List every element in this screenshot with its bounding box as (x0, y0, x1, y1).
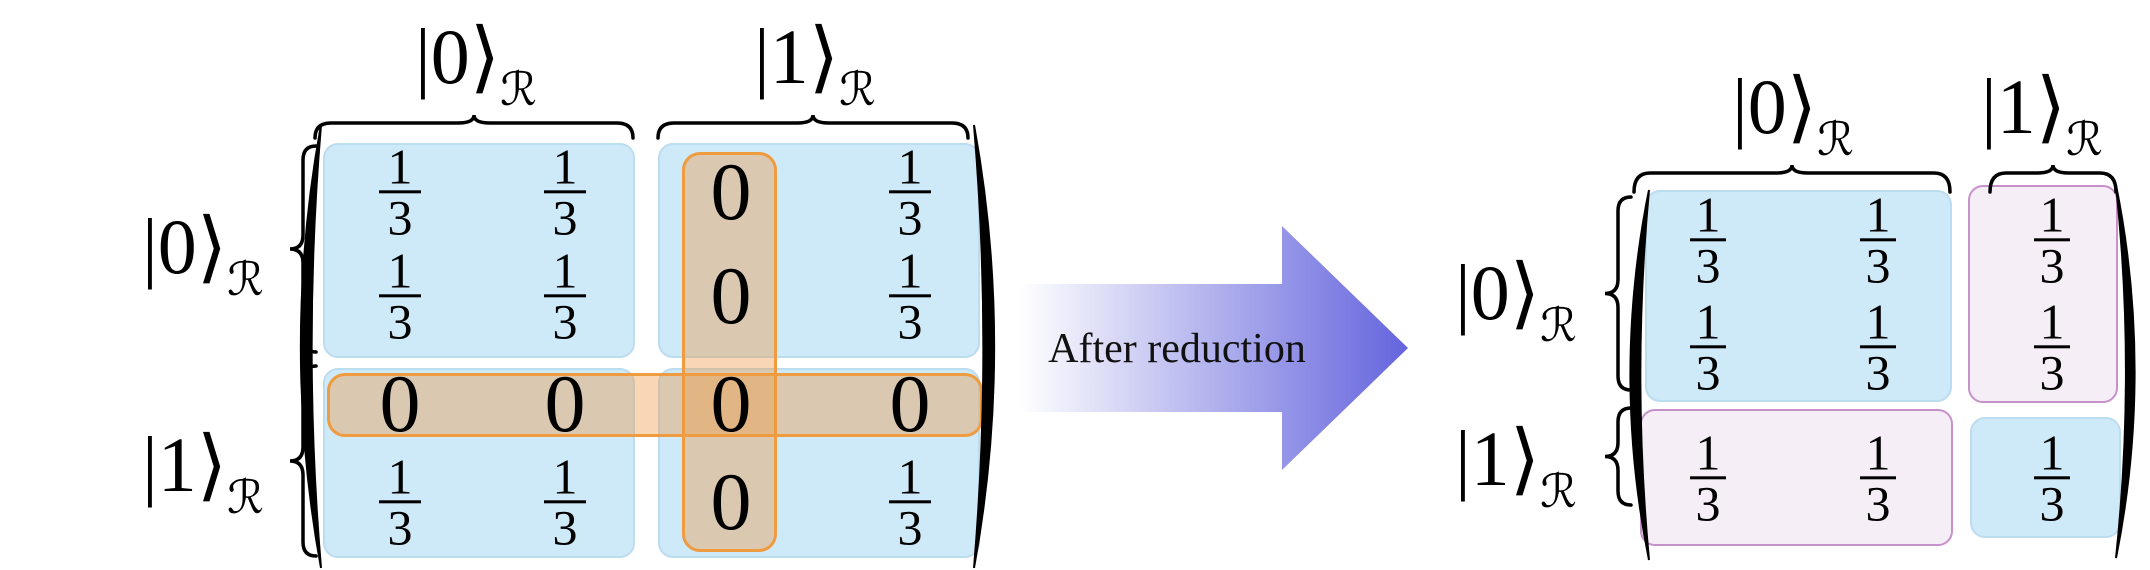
left-matrix-cell-r2c1: 0 (544, 358, 586, 449)
script-r-subscript: ℛ (839, 62, 876, 116)
right-col0-overbrace (1632, 164, 1952, 194)
left-col-label-0: |0⟩ℛ (415, 18, 537, 113)
left-block-top-right-highlight (658, 143, 980, 358)
left-matrix-cell-r2c3: 0 (889, 358, 931, 449)
zero-row-highlight (327, 373, 983, 437)
left-block-bottom-left-highlight (323, 368, 635, 558)
left-block-bottom-right-highlight (658, 368, 980, 558)
script-r-subscript: ℛ (2066, 112, 2103, 166)
script-r-subscript: ℛ (227, 252, 264, 306)
left-matrix-cell-r1c2: 0 (710, 250, 752, 341)
right-matrix-close-paren (2115, 184, 2136, 559)
right-row0-brace (1604, 195, 1633, 392)
left-matrix-open-paren (299, 124, 322, 569)
left-col1-overbrace (656, 114, 970, 140)
left-matrix-cell-r0c2: 0 (710, 146, 752, 237)
left-matrix-cell-r3c2: 0 (710, 456, 752, 547)
zero-column-highlight (682, 152, 777, 552)
arrow-caption: After reduction (1048, 326, 1306, 372)
reduction-arrow (1020, 226, 1408, 470)
script-r-subscript: ℛ (227, 470, 264, 524)
ket-text: |1⟩ (142, 421, 228, 508)
right-col1-overbrace (1988, 164, 2118, 194)
left-matrix-cell-r2c0: 0 (379, 358, 421, 449)
right-col-label-0: |0⟩ℛ (1732, 68, 1854, 163)
right-block-top-left-highlight (1645, 190, 1952, 402)
right-matrix-open-paren (1629, 189, 1650, 561)
right-row-label-0: |0⟩ℛ (1455, 254, 1577, 349)
ket-text: |1⟩ (754, 13, 840, 100)
left-block-top-left-highlight (323, 143, 635, 358)
right-col-label-1: |1⟩ℛ (1981, 68, 2103, 163)
left-row-label-1: |1⟩ℛ (142, 426, 264, 521)
left-row-label-0: |0⟩ℛ (142, 208, 264, 303)
script-r-subscript: ℛ (1540, 298, 1577, 352)
ket-text: |1⟩ (1455, 415, 1541, 502)
script-r-subscript: ℛ (1540, 464, 1577, 518)
left-col-label-1: |1⟩ℛ (754, 18, 876, 113)
left-col0-overbrace (313, 114, 635, 140)
ket-text: |0⟩ (1732, 63, 1818, 150)
right-row-label-1: |1⟩ℛ (1455, 420, 1577, 515)
ket-text: |1⟩ (1981, 63, 2067, 150)
script-r-subscript: ℛ (500, 62, 537, 116)
script-r-subscript: ℛ (1817, 112, 1854, 166)
left-matrix-close-paren (973, 124, 996, 569)
ket-text: |0⟩ (142, 203, 228, 290)
right-row1-brace (1604, 406, 1633, 507)
ket-text: |0⟩ (1455, 249, 1541, 336)
right-block-top-right-highlight (1968, 185, 2118, 403)
ket-text: |0⟩ (415, 13, 501, 100)
left-matrix-cell-r2c2: 0 (710, 358, 752, 449)
